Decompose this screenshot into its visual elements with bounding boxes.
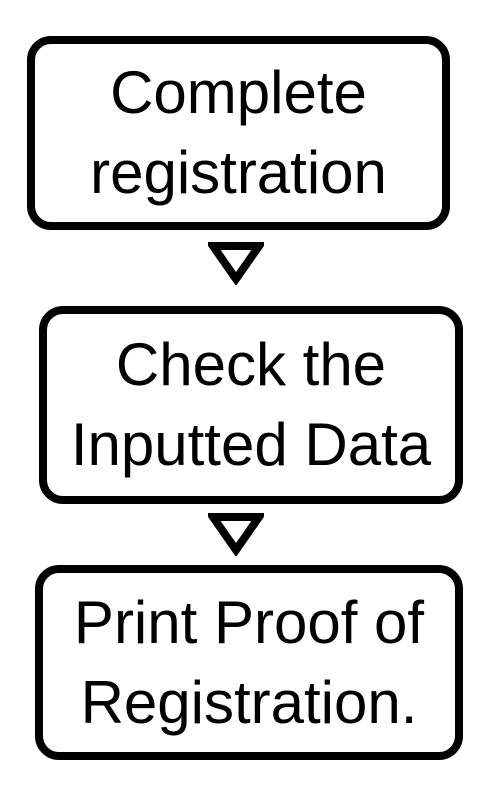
step-box-complete-registration: Complete registration <box>27 36 450 230</box>
step-label: Check the Inputted Data <box>70 331 432 478</box>
step-label: Complete registration <box>90 59 387 206</box>
down-triangle-arrow-icon <box>208 242 264 285</box>
step-box-check-inputted-data: Check the Inputted Data <box>39 306 463 504</box>
step-label: Print Proof of Registration. <box>73 588 425 736</box>
step-box-print-proof-of-registration: Print Proof of Registration. <box>35 565 463 760</box>
down-triangle-arrow-icon <box>208 513 264 556</box>
